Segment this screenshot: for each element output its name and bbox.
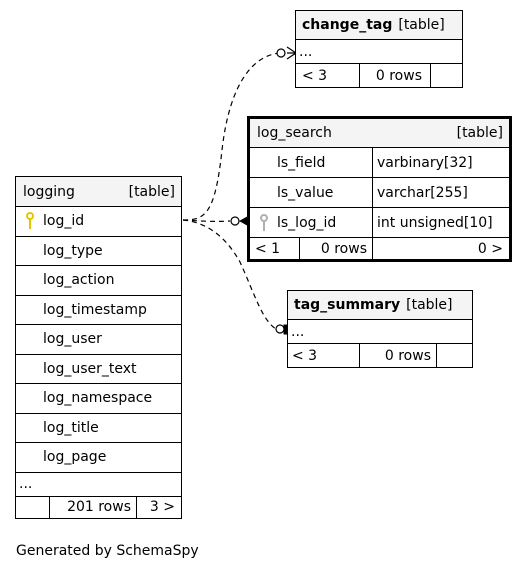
logging-title: logging [23, 183, 75, 200]
primary-key-icon [25, 207, 35, 236]
log-search-footer: < 1 0 rows 0 > [250, 238, 509, 259]
logging-ellipsis-row: ... [16, 473, 181, 497]
foreign-key-icon [259, 208, 269, 237]
logging-rowcount: 201 rows [67, 499, 131, 516]
log-search-rowcount: 0 rows [320, 240, 367, 257]
crowfoot-change-tag [286, 46, 297, 60]
edge-logging-tag-summary [182, 219, 277, 330]
tag-summary-ellipsis-row: ... [288, 320, 472, 344]
change-tag-title: change_tag [302, 17, 393, 33]
logging-column-row[interactable]: log_type [16, 237, 181, 266]
logging-column-row[interactable]: log_page [16, 443, 181, 473]
change-tag-table[interactable]: change_tag [table] ... < 3 0 rows [295, 10, 463, 88]
log-search-column-name: ls_value [277, 184, 334, 201]
tag-summary-header[interactable]: tag_summary [table] [288, 291, 472, 320]
logging-column-row[interactable]: log_user_text [16, 355, 181, 384]
edge-logging-log-search [182, 219, 231, 223]
log-search-parents[interactable]: < 1 [255, 240, 281, 257]
logging-column-row[interactable]: log_id [16, 207, 181, 237]
log-search-table[interactable]: log_search [table] ls_field varbinary[32… [247, 116, 512, 262]
log-search-column-row[interactable]: ls_log_id int unsigned[10] [250, 208, 509, 238]
tag-summary-kind: [table] [406, 297, 453, 313]
log-search-column-name: ls_field [277, 154, 326, 171]
log-search-column-name: ls_log_id [277, 214, 337, 231]
change-tag-rowcount: 0 rows [375, 67, 422, 84]
logging-table[interactable]: logging [table] log_id log_type log_acti… [15, 176, 182, 519]
edge-log-search-circle [230, 216, 240, 226]
logging-ellipsis: ... [19, 476, 33, 492]
logging-footer: 201 rows 3 > [16, 496, 181, 518]
logging-children[interactable]: 3 > [149, 499, 175, 516]
logging-column-row[interactable]: log_action [16, 266, 181, 296]
logging-header[interactable]: logging [table] [16, 177, 181, 207]
tag-summary-ellipsis: ... [291, 323, 305, 340]
edge-change-tag-circle [276, 48, 286, 58]
log-search-kind: [table] [456, 125, 503, 141]
tag-summary-rowcount: 0 rows [384, 347, 431, 364]
logging-column-name: log_id [43, 213, 85, 230]
logging-column-name: log_user [43, 331, 102, 348]
log-search-title: log_search [257, 125, 332, 141]
logging-column-name: log_type [43, 242, 103, 259]
change-tag-parents[interactable]: < 3 [302, 67, 328, 84]
log-search-column-type: int unsigned[10] [377, 214, 493, 231]
tag-summary-title: tag_summary [294, 297, 401, 313]
logging-column-name: log_namespace [43, 390, 153, 407]
log-search-header[interactable]: log_search [table] [250, 119, 509, 148]
tag-summary-footer: < 3 0 rows [288, 344, 472, 367]
log-search-children[interactable]: 0 > [477, 240, 503, 257]
logging-column-row[interactable]: log_title [16, 414, 181, 443]
edge-logging-change-tag [182, 52, 281, 221]
tag-summary-parents[interactable]: < 3 [292, 347, 318, 364]
logging-column-name: log_action [43, 272, 115, 289]
change-tag-header[interactable]: change_tag [table] [296, 11, 462, 40]
logging-column-name: log_timestamp [43, 301, 147, 318]
change-tag-ellipsis: ... [299, 43, 313, 60]
logging-column-name: log_title [43, 419, 99, 436]
change-tag-footer: < 3 0 rows [296, 64, 462, 87]
change-tag-ellipsis-row: ... [296, 40, 462, 64]
edge-tag-summary-circle [275, 324, 285, 334]
logging-column-name: log_user_text [43, 360, 137, 377]
tag-summary-table[interactable]: tag_summary [table] ... < 3 0 rows [287, 290, 473, 368]
generated-by-text: Generated by SchemaSpy [16, 543, 199, 559]
log-search-column-type: varbinary[32] [377, 154, 473, 171]
logging-column-row[interactable]: log_timestamp [16, 296, 181, 325]
log-search-column-row[interactable]: ls_value varchar[255] [250, 178, 509, 208]
logging-column-row[interactable]: log_namespace [16, 384, 181, 414]
log-search-column-row[interactable]: ls_field varbinary[32] [250, 148, 509, 178]
logging-column-row[interactable]: log_user [16, 325, 181, 355]
logging-column-name: log_page [43, 449, 107, 466]
log-search-column-type: varchar[255] [377, 184, 468, 201]
logging-kind: [table] [128, 183, 175, 200]
change-tag-kind: [table] [398, 17, 445, 33]
